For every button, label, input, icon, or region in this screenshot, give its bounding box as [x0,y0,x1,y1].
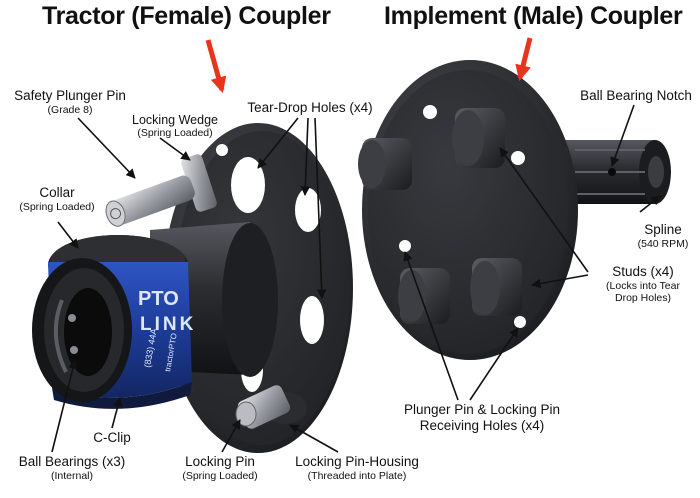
label-main: Studs (x4) [612,264,674,279]
locking-pin-housing [235,385,307,429]
label-main: Collar [39,185,75,200]
receiving-hole [399,240,411,252]
implement-coupler-title: Implement (Male) Coupler [384,2,683,30]
label-locking-pin-housing: Locking Pin-Housing (Threaded into Plate… [282,454,432,482]
label-plunger-receiving-holes: Plunger Pin & Locking Pin Receiving Hole… [392,402,572,433]
label-collar: Collar (Spring Loaded) [5,185,109,213]
label-sub: (Spring Loaded) [19,200,95,213]
label-main: Locking Pin [185,454,255,469]
label-sub: (Spring Loaded) [137,127,213,140]
label-sub: (Locks into Tear [606,279,680,292]
tractor-coupler: PTO LINK (833) 44A tractorPTO [32,123,353,453]
tractor-coupler-title: Tractor (Female) Coupler [42,2,331,30]
studs [358,108,522,324]
label-main: Receiving Holes (x4) [419,417,545,433]
safety-plunger-pin [105,175,195,227]
c-clip [53,299,68,373]
label-main: Tear-Drop Holes (x4) [247,100,373,115]
label-spline: Spline (540 RPM) [628,222,698,250]
implement-coupler [358,60,671,360]
label-c-clip: C-Clip [82,430,142,446]
receiving-hole [511,151,525,165]
brand-link: LINK [140,314,196,335]
label-locking-wedge: Locking Wedge (Spring Loaded) [120,113,230,139]
leader-lines [51,104,661,453]
receiving-hole [514,316,526,328]
label-main: Ball Bearing Notch [580,88,692,103]
ball-bearing-notch [608,168,616,176]
locking-wedge [181,154,217,212]
brand-pto: PTO [138,288,179,310]
red-arrow-implement [515,37,533,82]
label-tear-drop-holes: Tear-Drop Holes (x4) [240,100,380,116]
label-sub: (Spring Loaded) [182,469,258,482]
label-main: Spline [644,222,682,237]
label-sub: (Threaded into Plate) [307,469,407,482]
red-arrow-tractor [205,39,227,94]
label-main: Locking Wedge [132,113,218,127]
label-locking-pin: Locking Pin (Spring Loaded) [160,454,280,482]
label-sub: (Internal) [50,469,93,482]
label-ball-bearings: Ball Bearings (x3) (Internal) [2,454,142,482]
label-main: Locking Pin-Housing [295,454,419,469]
tear-drop-hole [231,157,265,213]
plate-hole [216,144,228,156]
spline-shaft [555,140,671,204]
label-studs: Studs (x4) (Locks into Tear Drop Holes) [588,264,698,304]
label-sub: Drop Holes) [614,291,672,304]
receiving-hole [423,105,437,119]
label-main: Plunger Pin & Locking Pin [403,402,561,417]
label-main: C-Clip [93,430,131,445]
tear-drop-hole [295,188,321,232]
tear-drop-hole [300,296,324,344]
label-main: Safety Plunger Pin [14,88,126,103]
label-sub: (540 RPM) [637,237,689,250]
label-sub: (Grade 8) [47,103,93,116]
label-ball-bearing-notch: Ball Bearing Notch [576,88,696,104]
label-main: Ball Bearings (x3) [18,454,126,469]
ball-bearing [70,346,78,354]
ball-bearing [68,314,76,322]
bore [64,288,112,376]
label-safety-plunger-pin: Safety Plunger Pin (Grade 8) [5,88,135,116]
